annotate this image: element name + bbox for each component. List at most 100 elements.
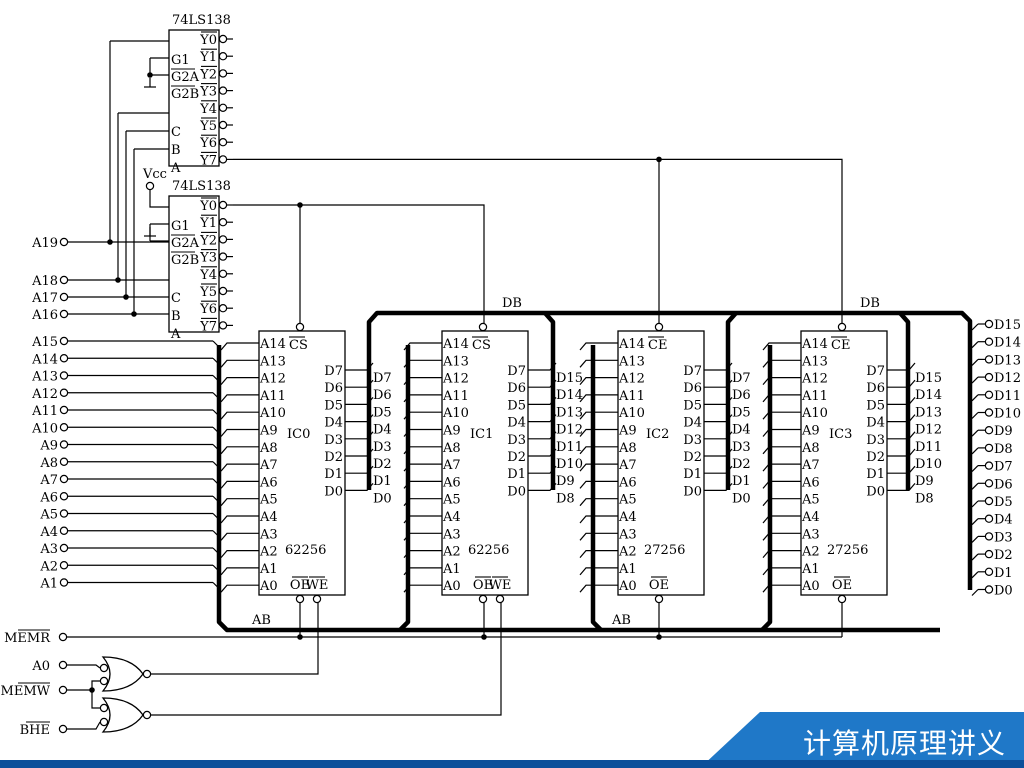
- ic3-data-d6: D6: [866, 381, 885, 396]
- ic3-bus-label-d12: D12: [915, 423, 942, 438]
- address-bus-ic1-branch: [398, 345, 411, 632]
- ic3-data-d5: D5: [866, 398, 885, 413]
- ic0-addr-wire-9: [220, 498, 259, 507]
- bus-out-label-d8: D8: [994, 442, 1013, 457]
- bus-layer: [216, 310, 973, 633]
- pin-a18: A18: [31, 274, 58, 289]
- gate-write-odd-out-bubble: [142, 710, 152, 720]
- pin-a18-terminal: [59, 275, 69, 285]
- ic3-data-wire-4: [887, 431, 916, 440]
- pin-a9-terminal: [59, 440, 69, 449]
- decoder-bottom-out-y0: Y0: [199, 199, 217, 214]
- pin-a13-terminal: [59, 371, 69, 380]
- bus-out-terminal-0: [984, 319, 994, 329]
- ic0-data-d7: D7: [324, 364, 343, 379]
- memr-junction-1: [481, 634, 487, 640]
- decoder-bottom-in-g2b: G2B: [171, 253, 199, 268]
- bus-out-label-d6: D6: [994, 477, 1013, 492]
- ic2-addr-wire-11: [579, 532, 618, 541]
- pin-a16: A16: [31, 308, 58, 323]
- we-even-wire: [151, 599, 319, 675]
- pin-a2-terminal: [59, 561, 69, 570]
- ic3-part: 27256: [827, 543, 868, 558]
- decoder-bottom-out-bubble-2: [218, 235, 228, 244]
- bus-out-label-d5: D5: [994, 495, 1013, 510]
- pin-a6: A6: [39, 490, 58, 505]
- ic3-addr-a3: A3: [801, 527, 820, 542]
- ic0-bus-label-d7: D7: [373, 371, 392, 386]
- bus-out-label-d9: D9: [994, 424, 1013, 439]
- a18-junction: [115, 277, 121, 283]
- memw-wire-a: [67, 680, 100, 691]
- ic0-addr-wire-0: [220, 342, 259, 351]
- ctrl-pin-a0-terminal: [58, 660, 68, 670]
- decoder-top-in-c: C: [171, 125, 181, 140]
- ic0-addr-a3: A3: [259, 527, 278, 542]
- bhe-wire: [67, 721, 101, 730]
- bus-out-label-d3: D3: [994, 530, 1013, 545]
- ic2-select-label: CE: [648, 338, 667, 353]
- bus-out-label-d12: D12: [994, 371, 1021, 386]
- ic2-bus-label-d0: D0: [732, 491, 751, 506]
- ic1-ctrl-oe: OE: [473, 578, 493, 593]
- decoder-bottom-in-g1: G1: [171, 219, 190, 234]
- bottom-g1-wire: [149, 190, 169, 208]
- ic0-part: 62256: [285, 543, 326, 558]
- pin-a8: A8: [39, 456, 58, 471]
- bus-out-entry-14: [971, 571, 979, 579]
- ic3-data-wire-1: [887, 379, 916, 388]
- ctrl-pin-bhe: BHE: [20, 723, 50, 738]
- pin-a12: A12: [31, 387, 58, 402]
- bus-out-entry-2: [971, 358, 979, 366]
- ic2-addr-a9: A9: [618, 424, 637, 439]
- bus-out-terminal-1: [984, 337, 994, 346]
- decoder-top-out-bubble-4: [218, 103, 228, 113]
- ic2-addr-wire-9: [579, 498, 618, 507]
- data-bus-label-right: DB: [860, 296, 880, 311]
- bus-out-terminal-9: [984, 479, 994, 488]
- ic1-addr-a3: A3: [442, 527, 461, 542]
- ic2-name: IC2: [646, 427, 669, 442]
- memw-wire-b: [91, 690, 100, 709]
- ic1-addr-a5: A5: [442, 493, 461, 508]
- ic0-data-d1: D1: [324, 467, 343, 482]
- ic2-part: 27256: [644, 543, 685, 558]
- ic3-data-d1: D1: [866, 467, 885, 482]
- pin-a14: A14: [31, 352, 58, 367]
- decoder-top-out-bubble-7: [218, 155, 228, 164]
- ic2-addr-wire-1: [579, 359, 618, 368]
- ic0-addr-wire-6: [220, 446, 259, 455]
- decoder-bottom-out-bubble-3: [218, 252, 228, 261]
- pin-a3-terminal: [59, 543, 69, 553]
- decoder-top-in-b: B: [171, 143, 181, 158]
- ctrl-pin-memr-terminal: [58, 632, 68, 642]
- pin-a9: A9: [39, 439, 58, 454]
- ic1-addr-a9: A9: [442, 424, 461, 439]
- decoder-bottom-in-a: A: [170, 327, 181, 342]
- cs-high-wire: [233, 158, 843, 323]
- ic0-addr-a7: A7: [259, 458, 278, 473]
- ic1-bus-label-d12: D12: [556, 423, 583, 438]
- ic1-bus-label-d10: D10: [556, 457, 583, 472]
- ic1-ctrl-bubble-we: [495, 594, 505, 604]
- pin-a7-terminal: [59, 474, 69, 484]
- ic2-addr-wire-12: [579, 549, 618, 558]
- decoder-top-out-y7: Y7: [199, 153, 217, 168]
- ic3-bus-label-d9: D9: [915, 474, 934, 489]
- ic0-ctrl-bubble-oe: [295, 594, 305, 604]
- ic1-addr-a2: A2: [442, 545, 461, 560]
- cs-low-wire: [233, 204, 485, 323]
- ic0-addr-a0: A0: [259, 579, 278, 594]
- bus-out-label-d7: D7: [994, 460, 1013, 475]
- ic2-addr-wire-4: [579, 411, 618, 420]
- pin-a4-terminal: [59, 526, 69, 535]
- bus-out-terminal-5: [984, 408, 994, 417]
- ic0-name: IC0: [287, 427, 310, 442]
- ctrl-pin-memr: MEMR: [4, 631, 51, 646]
- ic1-addr-a1: A1: [442, 562, 461, 577]
- ic3-data-wire-6: [887, 465, 916, 474]
- ic3-body: [800, 330, 888, 596]
- ic3-addr-a7: A7: [801, 458, 820, 473]
- gate-write-even-in-a0: [99, 663, 109, 673]
- ic0-data-d2: D2: [324, 450, 343, 465]
